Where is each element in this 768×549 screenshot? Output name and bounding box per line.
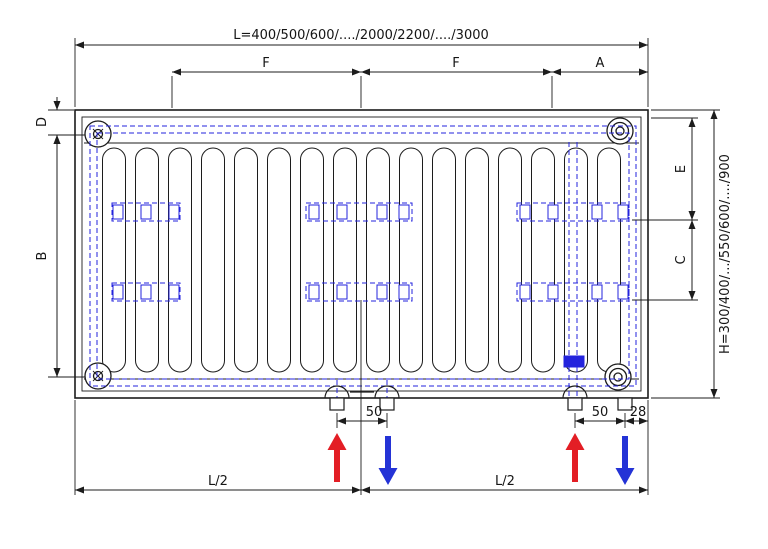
dim-label-f-left: F	[262, 56, 269, 71]
dimension-lines	[53, 41, 718, 494]
return-stub-center	[379, 397, 395, 411]
dim-label-a: A	[596, 56, 605, 71]
supply-stub-center	[329, 397, 345, 411]
flow-arrows	[327, 433, 635, 485]
return-flow-arrow-center	[378, 436, 398, 485]
corner-connection-bosses	[84, 117, 634, 391]
return-flow-arrow-right	[615, 436, 635, 485]
dim-label-pitch-right: 50	[592, 405, 609, 420]
bottom-connections	[324, 385, 633, 411]
dim-label-half-length-right: L/2	[495, 474, 515, 489]
supply-flow-arrow-right	[565, 433, 585, 482]
return-stub-right	[617, 397, 633, 411]
dim-label-f-right: F	[452, 56, 459, 71]
supply-flow-arrow-center	[327, 433, 347, 482]
dim-label-edge-offset: 28	[630, 405, 647, 420]
dim-label-e: E	[674, 165, 689, 173]
rear-panel-outline	[89, 125, 637, 387]
connection-bump	[562, 385, 588, 399]
plug-bottom-left	[84, 362, 112, 390]
dim-label-b: B	[35, 252, 50, 261]
dim-label-half-length-left: L/2	[208, 474, 228, 489]
dim-label-length: L=400/500/600/..../2000/2200/..../3000	[233, 28, 489, 43]
connection-bump	[324, 385, 350, 399]
vent-plug-top-left	[84, 120, 112, 148]
supply-stub-right	[567, 397, 583, 411]
radiator-body	[74, 109, 649, 399]
valve-boss-top-right	[606, 117, 634, 145]
plug-bottom-right	[604, 363, 632, 391]
radiator-inner-frame	[81, 116, 642, 392]
hidden-internal-lines	[89, 125, 637, 411]
valve-block	[563, 355, 585, 368]
convector-outline	[96, 132, 630, 380]
dim-label-pitch-center: 50	[366, 405, 383, 420]
radiator-outer-frame	[74, 109, 649, 399]
dim-label-c: C	[674, 255, 689, 264]
bracket-clips	[112, 204, 629, 368]
dim-label-d: D	[35, 117, 50, 127]
connection-bump	[374, 385, 400, 399]
dim-label-height: H=300/400/.../550/600/..../900	[718, 154, 733, 354]
panel-ribs	[102, 147, 621, 373]
dimension-labels: L=400/500/600/..../2000/2200/..../3000 F…	[35, 28, 733, 489]
